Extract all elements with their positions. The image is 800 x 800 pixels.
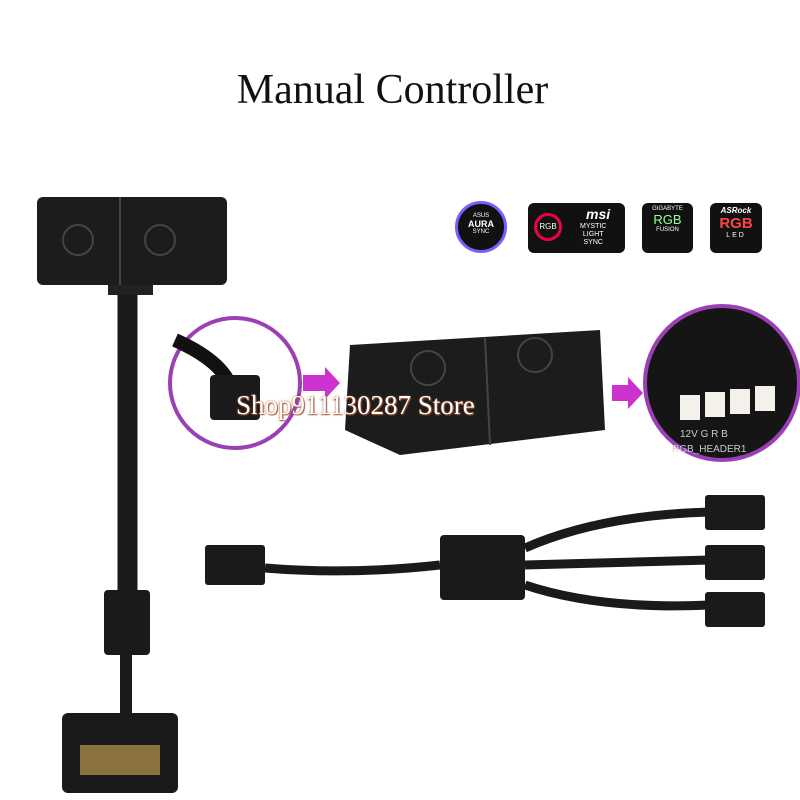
mystic-text: MYSTIC [580, 223, 607, 230]
fusion-text: FUSION [656, 227, 679, 233]
asus-aura-sync-logo: ASUS AURA SYNC [455, 201, 507, 253]
header-name: RGB_HEADER1 [672, 444, 747, 455]
asrock-rgb-badge: RGB [719, 215, 753, 232]
light-text: LIGHT [582, 231, 604, 238]
aura-text: AURA [468, 219, 494, 229]
sync-text: SYNC [472, 229, 490, 235]
controller-device [345, 330, 605, 455]
msi-mystic-light-logo: RGB msi MYSTIC LIGHT SYNC [528, 203, 625, 253]
sync-text: SYNC [583, 239, 603, 246]
msi-brand: msi [586, 206, 611, 222]
rgb-plug-closeup [168, 316, 302, 450]
vertical-controller [37, 197, 227, 793]
header-pin-labels: 12V G R B [680, 429, 728, 440]
gigabyte-rgb-fusion-logo: GIGABYTE RGB FUSION [642, 203, 693, 253]
rgb-header-closeup: 12V G R B RGB_HEADER1 [643, 304, 800, 462]
asus-brand: ASUS [472, 213, 490, 219]
arrow-right-icon [612, 377, 643, 409]
asrock-brand: ASRock [720, 206, 752, 215]
gigabyte-rgb-badge: RGB [653, 212, 682, 227]
led-text: LED [726, 232, 746, 239]
splitter-cable [205, 495, 765, 627]
store-watermark: Shop911130287 Store [236, 390, 475, 420]
page-title: Manual Controller [236, 67, 549, 113]
msi-rgb-badge: RGB [534, 213, 562, 241]
asrock-rgb-led-logo: ASRock RGB LED [710, 203, 762, 253]
gigabyte-brand: GIGABYTE [652, 206, 683, 212]
arrow-right-icon [303, 367, 340, 399]
